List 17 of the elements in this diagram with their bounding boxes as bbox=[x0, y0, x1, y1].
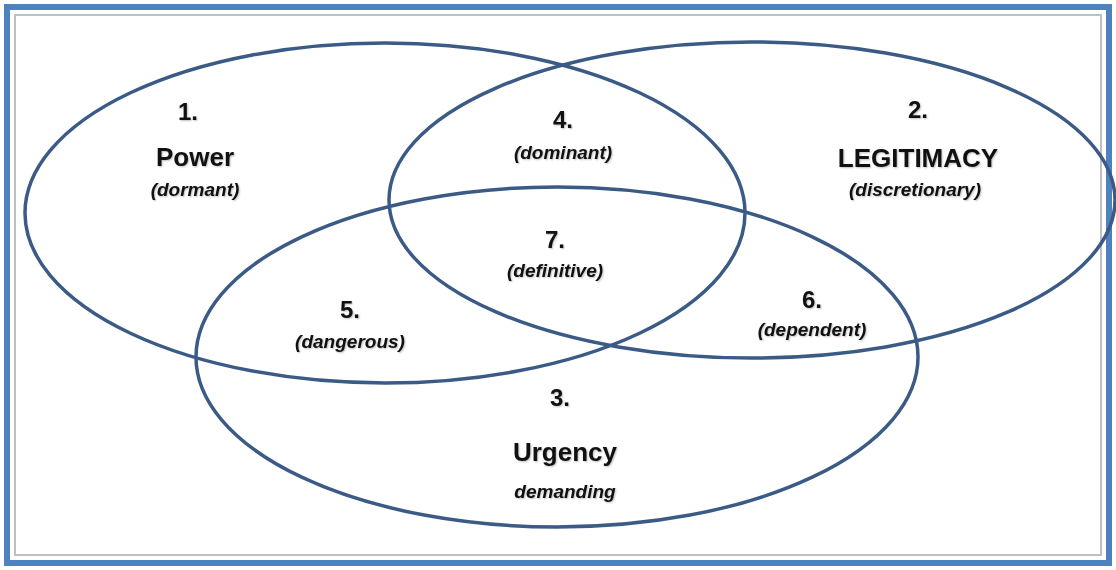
stakeholder-type: (dependent) bbox=[757, 319, 867, 341]
region-number: 6. bbox=[802, 286, 822, 314]
set-name: LEGITIMACY bbox=[837, 142, 999, 174]
region-number: 5. bbox=[340, 296, 360, 324]
stakeholder-type: (dangerous) bbox=[295, 331, 405, 353]
stakeholder-type: demanding bbox=[514, 481, 616, 503]
region-number: 1. bbox=[178, 98, 198, 126]
stakeholder-type: (discretionary) bbox=[849, 179, 981, 201]
stakeholder-type: (definitive) bbox=[506, 260, 604, 282]
stakeholder-type: (dominant) bbox=[513, 142, 613, 164]
region-number: 4. bbox=[553, 106, 573, 134]
set-name: Urgency bbox=[513, 436, 617, 468]
set-name: Power bbox=[156, 141, 234, 173]
region-number: 2. bbox=[908, 96, 928, 124]
region-number: 7. bbox=[545, 226, 565, 254]
region-number: 3. bbox=[550, 384, 570, 412]
stakeholder-type: (dormant) bbox=[150, 179, 240, 201]
